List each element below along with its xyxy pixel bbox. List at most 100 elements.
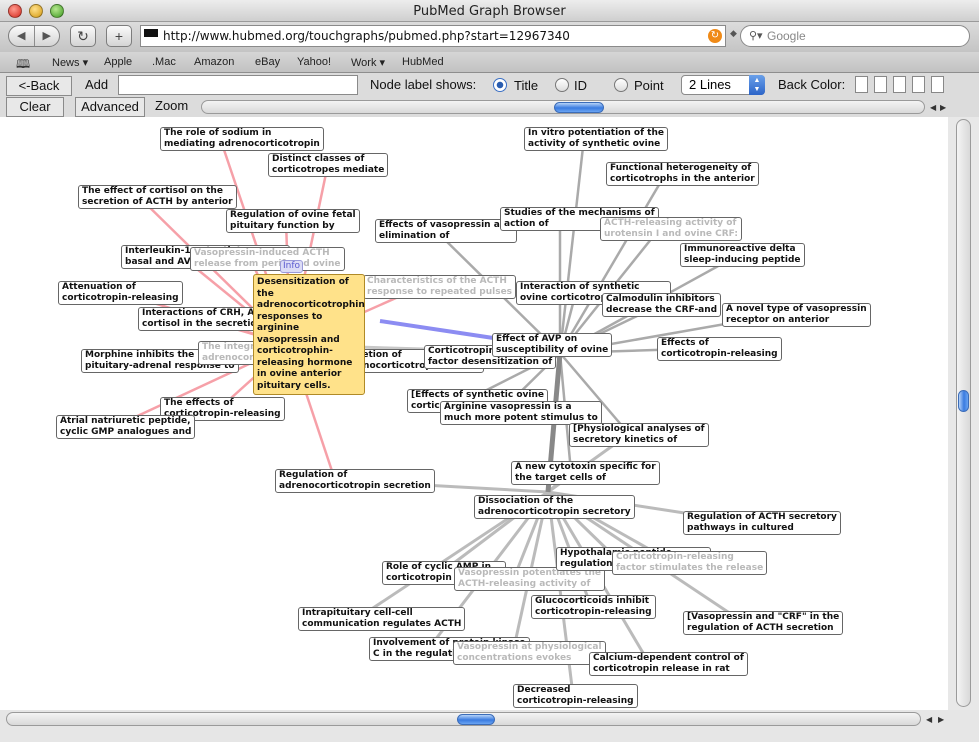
selected-node[interactable]: Desensitization of the adrenocorticotrop… xyxy=(253,274,365,395)
horizontal-scrollbar[interactable] xyxy=(6,712,921,726)
graph-edge xyxy=(559,352,630,435)
bookmark-apple[interactable]: Apple xyxy=(104,56,133,68)
forward-arrow-icon[interactable]: ▶ xyxy=(33,26,60,46)
back-arrow-icon[interactable]: ◀ xyxy=(17,30,26,42)
control-row-top: <-Back Add Node label shows: Title ID Po… xyxy=(0,73,979,97)
radio-title[interactable] xyxy=(493,78,507,92)
zoom-label: Zoom xyxy=(155,98,189,113)
address-url: http://www.hubmed.org/touchgraphs/pubmed… xyxy=(163,29,570,43)
graph-edge xyxy=(379,319,501,341)
browser-toolbar: ◀ ▶ ↻ + http://www.hubmed.org/touchgraph… xyxy=(0,22,979,52)
zoom-slider-thumb[interactable] xyxy=(554,102,604,113)
radio-title-label: Title xyxy=(514,78,539,93)
radio-id[interactable] xyxy=(555,78,569,92)
magnifier-icon: ⚲▾ xyxy=(749,30,763,42)
graph-edge xyxy=(558,137,586,354)
node-label-shows-label: Node label shows: xyxy=(370,77,477,92)
radio-id-label: ID xyxy=(574,78,587,93)
bookmark-mac[interactable]: .Mac xyxy=(152,56,176,68)
minimize-window-button[interactable] xyxy=(29,4,43,18)
advanced-button[interactable]: Advanced xyxy=(75,97,145,117)
back-color-swatch-5[interactable] xyxy=(931,76,944,93)
close-window-button[interactable] xyxy=(8,4,22,18)
zoom-right-arrow-icon[interactable]: ▶ xyxy=(940,103,947,112)
graph-node[interactable]: Atrial natriuretic peptide,cyclic GMP an… xyxy=(56,415,196,439)
lines-select[interactable]: 2 Lines ▲▼ xyxy=(681,75,765,95)
back-color-swatch-3[interactable] xyxy=(893,76,906,93)
graph-edge xyxy=(558,172,668,354)
radio-point[interactable] xyxy=(614,78,628,92)
reload-button[interactable]: ↻ xyxy=(70,25,96,47)
search-engine-chevron-icon[interactable]: ◆ xyxy=(730,28,737,38)
window-titlebar: PubMed Graph Browser xyxy=(0,0,979,22)
bookmark-amazon[interactable]: Amazon xyxy=(194,56,235,68)
horizontal-scroll-thumb[interactable] xyxy=(457,714,495,725)
hscroll-left-arrow-icon[interactable]: ◀ xyxy=(926,715,933,724)
plus-icon: + xyxy=(114,28,124,44)
bookmark-news[interactable]: News ▾ xyxy=(52,57,89,69)
control-row-bottom: Clear Advanced Zoom ◀ ▶ xyxy=(0,97,979,117)
bookmark-hubmed[interactable]: HubMed xyxy=(402,56,444,68)
bookmark-ebay[interactable]: eBay xyxy=(255,56,281,68)
vertical-scroll-track[interactable] xyxy=(956,119,971,707)
reload-icon: ↻ xyxy=(77,28,89,44)
address-bar[interactable]: http://www.hubmed.org/touchgraphs/pubmed… xyxy=(140,25,726,47)
back-button[interactable]: <-Back xyxy=(6,76,72,96)
bookmark-work[interactable]: Work ▾ xyxy=(351,57,386,69)
clear-button[interactable]: Clear xyxy=(6,97,64,117)
refresh-circle-icon[interactable]: ↻ xyxy=(708,29,722,43)
add-bookmark-button[interactable]: + xyxy=(106,25,132,47)
zoom-left-arrow-icon[interactable]: ◀ xyxy=(930,103,937,112)
site-favicon-icon xyxy=(144,29,158,43)
horizontal-scroll-row: ◀ ▶ xyxy=(0,710,979,742)
back-color-swatch-2[interactable] xyxy=(874,76,887,93)
search-placeholder: Google xyxy=(767,29,806,43)
add-label: Add xyxy=(85,77,109,92)
add-search-input[interactable] xyxy=(118,75,358,95)
vertical-scroll-thumb[interactable] xyxy=(958,390,969,412)
back-color-swatch-4[interactable] xyxy=(912,76,925,93)
vertical-scrollbar[interactable] xyxy=(948,117,979,710)
bookmarks-book-icon[interactable]: 🕮 xyxy=(16,57,31,71)
hscroll-right-arrow-icon[interactable]: ▶ xyxy=(938,715,945,724)
info-tag[interactable]: Info xyxy=(280,260,304,273)
zoom-slider[interactable] xyxy=(201,100,925,114)
zoom-window-button[interactable] xyxy=(50,4,64,18)
search-field[interactable]: ⚲▾ Google xyxy=(740,25,970,47)
back-color-swatch-1[interactable] xyxy=(855,76,868,93)
bookmark-yahoo[interactable]: Yahoo! xyxy=(297,56,332,68)
back-forward-control: ◀ ▶ xyxy=(8,25,60,47)
